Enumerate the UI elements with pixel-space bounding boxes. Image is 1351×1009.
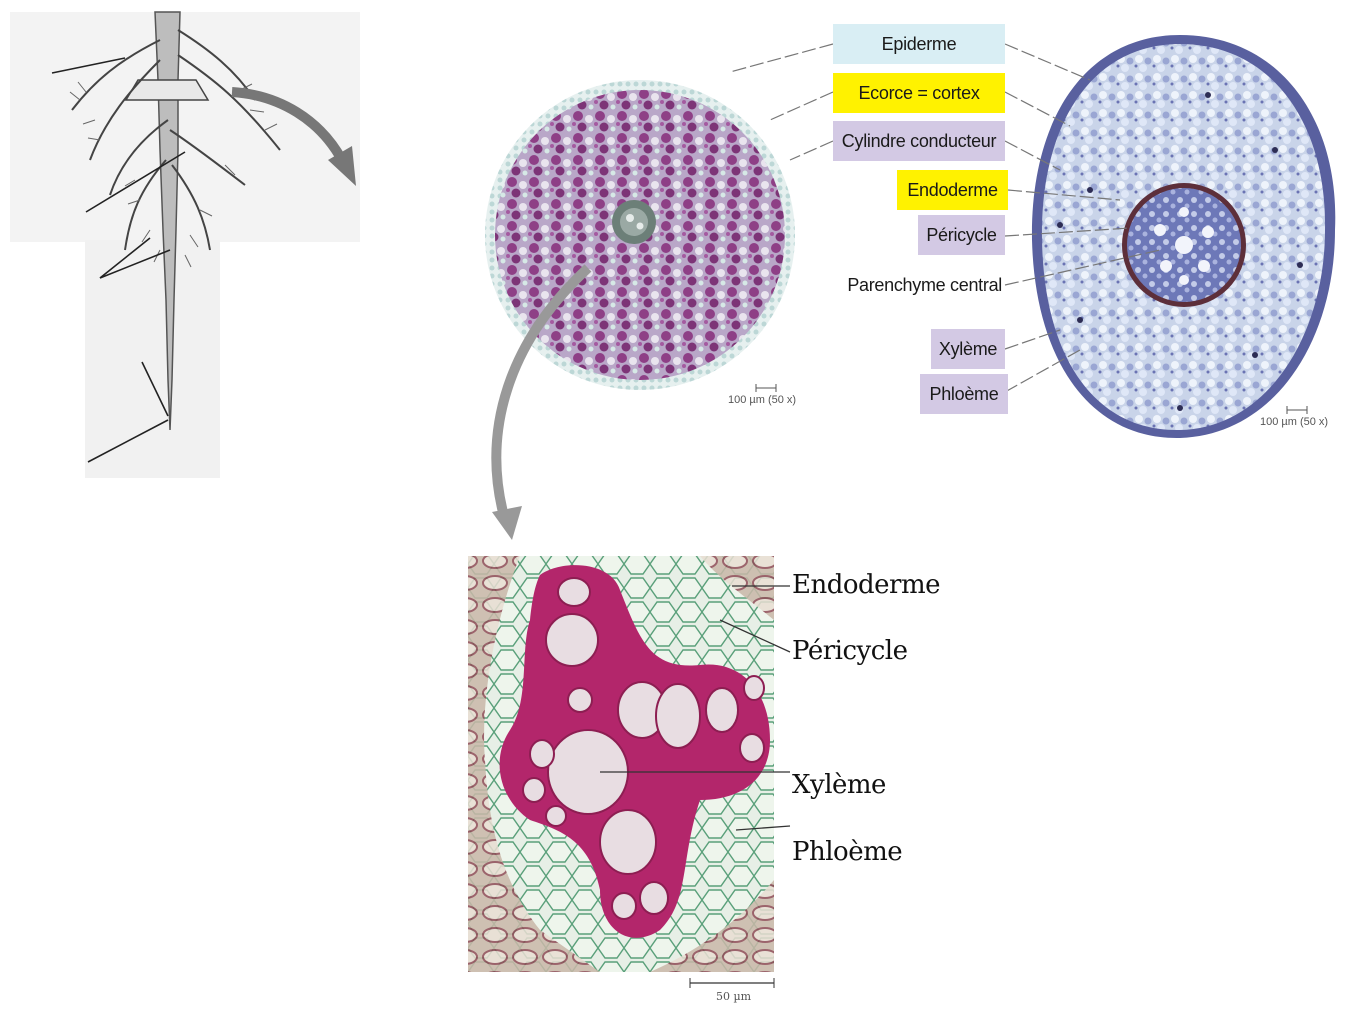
label-cylindre: Cylindre conducteur <box>833 121 1005 161</box>
detail-label-phloeme: Phloème <box>792 837 902 867</box>
label-epiderme: Epiderme <box>833 24 1005 64</box>
detail-label-endoderme: Endoderme <box>792 570 940 600</box>
scale-bar-detail <box>690 978 774 988</box>
vascular-cylinder-detail <box>468 556 790 972</box>
label-phloeme: Phloème <box>920 374 1008 414</box>
root-cross-section-dicot <box>1032 35 1335 438</box>
detail-label-xyleme: Xylème <box>792 770 886 800</box>
label-xyleme: Xylème <box>931 329 1005 369</box>
scale-text-detail: 50 µm <box>716 990 751 1003</box>
scale-bar-left <box>756 384 776 392</box>
label-endoderme: Endoderme <box>897 170 1008 210</box>
label-parenchyme: Parenchyme central <box>830 265 1002 305</box>
detail-label-pericycle: Péricycle <box>792 636 907 666</box>
label-ecorce: Ecorce = cortex <box>833 73 1005 113</box>
root-drawing <box>10 12 360 478</box>
scale-bar-right <box>1287 406 1307 414</box>
label-pericycle: Péricycle <box>918 215 1005 255</box>
scale-text-left: 100 µm (50 x) <box>728 394 796 406</box>
scale-text-right: 100 µm (50 x) <box>1260 416 1328 428</box>
